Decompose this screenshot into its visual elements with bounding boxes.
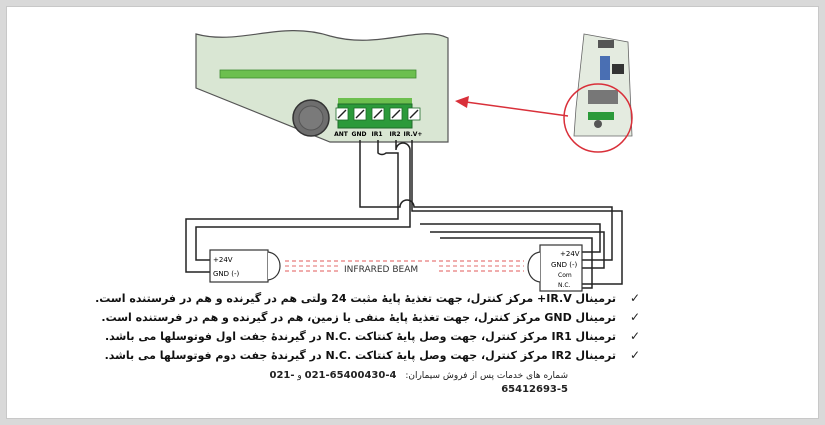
note-item: ✓ ترمینال GND مرکز کنترل، جهت تغذیهٔ پایه… [101, 308, 640, 327]
control-board-thumbnail [563, 33, 633, 153]
terminal-label-3: IR1 [371, 131, 382, 138]
thumb-component-1 [600, 56, 610, 80]
pointer-arrow [455, 96, 569, 117]
wire-gnd-supply [359, 140, 613, 261]
terminal-label-1: ANT [334, 131, 349, 138]
wire-ir2-signal [195, 140, 411, 261]
board-strip [219, 69, 417, 79]
terminal-screw-1 [335, 107, 349, 121]
receiver-v-label: +24V [560, 250, 580, 258]
wire-ir1-signal [185, 140, 399, 273]
transmitter-gnd-label: GND (-) [213, 270, 240, 278]
wire-irv-supply [411, 140, 623, 285]
service-phone-2: 021-65412693-5 [269, 370, 569, 395]
terminal-screw-2 [353, 107, 367, 121]
terminal-screw-4 [389, 107, 403, 121]
service-phone-1: 021-65400430-4 [304, 370, 397, 381]
transmitter-unit: +24V GND (-) [209, 249, 281, 283]
transmitter-v-label: +24V [213, 256, 233, 264]
receiver-com-label: Com [558, 272, 572, 279]
wire-receiver-gnd [430, 231, 605, 269]
check-icon: ✓ [629, 329, 640, 343]
transmitter-lens [267, 251, 281, 281]
service-label: شماره های خدمات پس از فروش سیماران: [405, 371, 568, 381]
thumb-highlight-circle [563, 83, 633, 153]
note-item: ✓ ترمینال IR1 مرکز کنترل، جهت وصل پایهٔ ک… [105, 327, 640, 346]
thumb-component-3 [588, 90, 618, 104]
thumb-buzzer [594, 120, 602, 128]
terminal-label-5: IR.V+ [404, 131, 423, 138]
service-joiner: و [297, 371, 302, 381]
transmitter-box [209, 249, 269, 283]
receiver-box [539, 244, 583, 292]
check-icon: ✓ [629, 291, 640, 305]
wire-receiver-v [420, 223, 601, 253]
receiver-nc-label: N.C. [558, 282, 571, 289]
check-icon: ✓ [629, 348, 640, 362]
note-text: ترمینال IR.V+ مرکز کنترل، جهت تغذیهٔ پای… [95, 292, 616, 305]
wires [185, 140, 623, 289]
check-icon: ✓ [629, 310, 640, 324]
terminal-screw-5 [407, 107, 421, 121]
service-numbers: شماره های خدمات پس از فروش سیماران: 021-… [268, 369, 569, 397]
notes-list: ✓ ترمینال IR.V+ مرکز کنترل، جهت تغذیهٔ پا… [95, 289, 640, 365]
beam-label-bg [340, 262, 438, 274]
receiver-lens [527, 251, 541, 283]
note-text: ترمینال GND مرکز کنترل، جهت تغذیهٔ پایهٔ… [101, 311, 616, 324]
terminal-screw-3 [371, 107, 385, 121]
infrared-beam: INFRARED BEAM [285, 260, 524, 275]
thumb-chip [598, 40, 614, 48]
beam-label: INFRARED BEAM [344, 265, 418, 275]
note-text: ترمینال IR2 مرکز کنترل، جهت وصل پایهٔ کن… [104, 349, 616, 362]
thumb-component-2 [612, 64, 624, 74]
thumb-terminal [588, 112, 614, 120]
terminal-label-4: IR2 [389, 131, 400, 138]
note-text: ترمینال IR1 مرکز کنترل، جهت وصل پایهٔ کن… [104, 330, 616, 343]
note-item: ✓ ترمینال IR2 مرکز کنترل، جهت وصل پایهٔ ک… [105, 346, 640, 365]
terminal-block-top [338, 98, 412, 104]
receiver-unit: +24V GND (-) Com N.C. [527, 244, 583, 292]
buzzer-inner [298, 105, 324, 131]
note-item: ✓ ترمینال IR.V+ مرکز کنترل، جهت تغذیهٔ پا… [95, 289, 640, 308]
receiver-gnd-label: GND (-) [551, 261, 578, 269]
wire-receiver-nc [440, 237, 593, 289]
terminal-block [335, 98, 421, 129]
terminal-label-2: GND [352, 131, 367, 138]
